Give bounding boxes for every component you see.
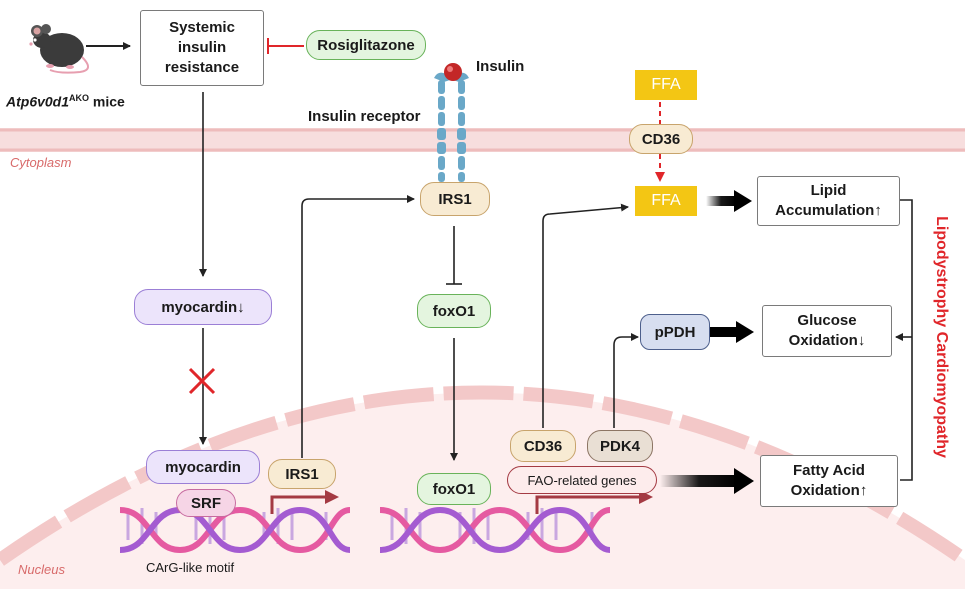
foxo1-nuclear-pill: foxO1 [417,473,491,505]
irs1-nuclear-pill: IRS1 [268,459,336,489]
ffa-to-lipid-arrow [706,190,752,212]
irs1-transcription-arrow [270,490,339,514]
ppdh-to-glucose-arrow [710,321,754,343]
mouse-strain-label: Atp6v0d1AKO mice [6,93,125,110]
systemic-insulin-resistance-box: Systemic insulin resistance [140,10,264,86]
cell-membrane [0,128,965,152]
cytoplasm-label: Cytoplasm [10,155,72,170]
outcome-bracket [895,199,913,481]
fao-transcription-arrow [535,490,653,514]
cd36-membrane-pill: CD36 [629,124,693,154]
cd36-expression-arrow [542,203,629,428]
foxo1-cytoplasm-pill: foxO1 [417,294,491,328]
irs1-inhibits-foxo1 [446,226,462,285]
fatty-acid-oxidation-box: Fatty Acid Oxidation↑ [760,455,898,507]
myocardin-down-pill: myocardin↓ [134,289,272,325]
dna-helix-icon [119,506,351,554]
rosiglitazone-inhibition [267,38,304,54]
mouse-icon [29,24,89,74]
inhibition-cross-icon [188,367,216,395]
fao-genes-pill: FAO-related genes [507,466,657,494]
nucleus-label: Nucleus [18,562,65,577]
myocardin-nuclear-pill: myocardin [146,450,260,484]
pdk4-gene-pill: PDK4 [587,430,653,462]
lipodystrophy-cardiomyopathy-label: Lipodystrophy Cardiomyopathy [933,216,950,458]
insulin-receptor-label: Insulin receptor [308,108,421,125]
srf-pill: SRF [176,489,236,517]
lipid-accumulation-box: Lipid Accumulation↑ [757,176,900,226]
irs1-cytoplasm-pill: IRS1 [420,182,490,216]
pdk4-to-ppdh-arrow [613,333,639,428]
rosiglitazone-pill: Rosiglitazone [306,30,426,60]
carg-motif-label: CArG-like motif [146,560,235,575]
glucose-oxidation-box: Glucose Oxidation↓ [762,305,892,357]
ffa-intracellular-box: FFA [635,186,697,216]
cd36-gene-pill: CD36 [510,430,576,462]
irs1-expression-arrow [301,195,415,458]
dna-helix-icon [379,506,611,554]
insulin-molecule-icon [444,63,462,81]
insulin-label: Insulin [476,58,525,75]
ppdh-pill: pPDH [640,314,710,350]
insulin-receptor-icon [434,72,469,182]
ffa-extracellular-box: FFA [635,70,697,100]
fao-to-fatty-acid-arrow [660,468,754,494]
